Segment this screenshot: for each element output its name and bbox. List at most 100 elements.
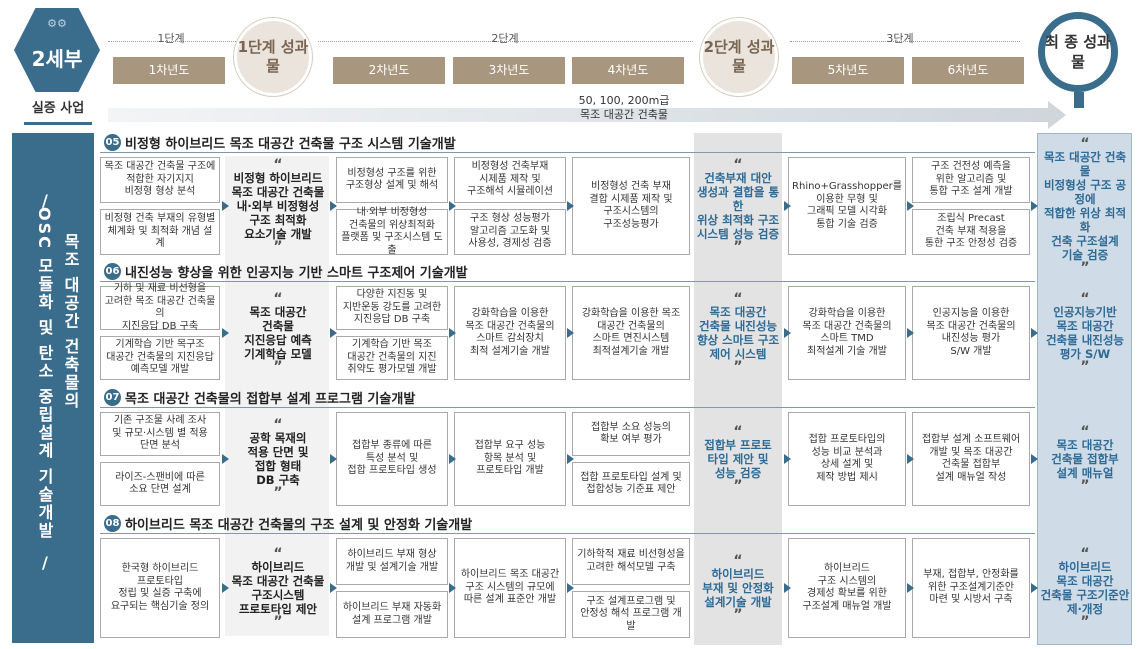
quote-close-icon: ” (1080, 260, 1090, 276)
task-box: 기하 및 재료 비선형을 고려한 목조 대공간 건축물의 지진응답 DB 구축 (100, 283, 220, 332)
stage-result-text: “공학 목재의 적용 단면 및 접합 형태 DB 구축” (228, 412, 328, 506)
stage-result-text: “목조 대공간 건축물 내진성능 향상 스마트 구조 제어 시스템” (696, 286, 780, 380)
result-label: 하이브리드 부재 및 안정화 설계기술 개발 (702, 567, 774, 609)
result-label: 목조 대공간 건축물 비정형성 구조 공정에 적합한 위상 최적화 건축 구조설… (1043, 150, 1127, 262)
flow-arrow-icon (1031, 583, 1038, 593)
quote-open-icon: “ (1080, 136, 1090, 152)
stage-label-2: 2단계 (491, 32, 519, 45)
stage-label-1: 1단계 (157, 32, 185, 45)
quote-close-icon: ” (733, 359, 743, 375)
quote-close-icon: ” (733, 239, 743, 255)
task-box: 비정형 건축 부재의 유형별 체계화 및 최적화 개념 설계 (100, 209, 220, 255)
result-label: 목조 대공간 건축물 지진응답 예측 기계학습 모델 (244, 305, 312, 361)
final-result-text: “목조 대공간 건축물 접합부 설계 매뉴얼” (1040, 412, 1130, 506)
flow-arrow-icon (330, 328, 337, 338)
stage-result-text: “하이브리드 부재 및 안정화 설계기술 개발” (696, 538, 780, 638)
stage1-result-circle: 1단계 성과물 (234, 18, 312, 96)
task-box: 라이즈-스팬비에 따른 소요 단면 설계 (100, 462, 220, 506)
flow-arrow-icon (449, 583, 456, 593)
quote-open-icon: “ (273, 417, 283, 433)
task-box: 하이브리드 목조 대공간 구조 시스템의 규모에 따른 설계 표준안 개발 (454, 538, 566, 638)
quote-close-icon: ” (1080, 614, 1090, 630)
result-label: 비정형 하이브리드 목조 대공간 건축물 내·외부 비정형성 구조 최적화 요소… (231, 171, 325, 241)
band-title-col1: 목조 대공간 건축물의 (61, 233, 80, 411)
section-title: 내진성능 향상을 위한 인공지능 기반 스마트 구조제어 기술개발 (125, 265, 468, 281)
section-title: 목조 대공간 건축물의 접합부 설계 프로그램 기술개발 (125, 391, 416, 407)
task-box: Rhino+Grasshopper를 이용한 무형 및 그래픽 모델 시각화 통… (788, 157, 906, 255)
target-note: 50, 100, 200m급 목조 대공간 건축물 (578, 94, 670, 121)
final-result-text: “목조 대공간 건축물 비정형성 구조 공정에 적합한 위상 최적화 건축 구조… (1040, 137, 1130, 275)
flow-arrow-icon (1031, 201, 1038, 211)
flow-arrow-icon (784, 328, 791, 338)
flow-arrow-icon (330, 201, 337, 211)
quote-open-icon: “ (733, 553, 743, 569)
flow-arrow-icon (1031, 454, 1038, 464)
final-result-text: “하이브리드 목조 대공간 건축물 구조기준안 제·개정” (1040, 538, 1130, 638)
quote-close-icon: ” (733, 607, 743, 623)
stage-result-text: “하이브리드 목조 대공간 건축물 구조시스템 프로토타입 제안” (228, 538, 328, 638)
flow-arrow-icon (907, 328, 914, 338)
stage-result-text: “목조 대공간 건축물 지진응답 예측 기계학습 모델” (228, 286, 328, 380)
quote-close-icon: ” (273, 359, 283, 375)
task-box: 접합부 요구 성능 항목 분석 및 프로토타입 개발 (454, 412, 566, 506)
flow-arrow-icon (330, 583, 337, 593)
section-divider (100, 281, 1035, 282)
final-result-circle: 최 종 성과물 (1038, 12, 1118, 92)
flow-arrow-icon (449, 328, 456, 338)
task-box: 강화학습을 이용한 목조 대공간 건축물의 스마트 감쇠장치 최적 설계기술 개… (454, 286, 566, 380)
final-result-stem (1074, 92, 1084, 108)
stage1-result-column (225, 156, 329, 636)
quote-open-icon: “ (733, 157, 743, 173)
quote-close-icon: ” (1080, 359, 1090, 375)
quote-open-icon: “ (1080, 546, 1090, 562)
stage-result-text: “건축부재 대안 생성과 결합을 통한 위상 최적화 구조 시스템 성능 검증” (696, 157, 780, 255)
quote-close-icon: ” (733, 478, 743, 494)
task-box: 목조 대공간 건축물 구조에 적합한 자기지지 비정형 형상 분석 (100, 157, 220, 203)
task-box: 강화학습을 이용한 목조 대공간 건축물의 스마트 면진시스템 최적설계기술 개… (572, 286, 690, 380)
flow-arrow-icon (784, 454, 791, 464)
stage2-result-column (694, 133, 782, 645)
quote-close-icon: ” (1080, 478, 1090, 494)
section-number: 05 (104, 133, 121, 151)
task-box: 기계학습 기반 목조 대공간 건축물의 지진 취약도 평가모델 개발 (336, 336, 448, 380)
year-5: 5차년도 (792, 57, 904, 84)
task-box: 강화학습을 이용한 목조 대공간 건축물의 스마트 TMD 최적설계 기술 개발 (788, 286, 906, 380)
year-3: 3차년도 (453, 57, 565, 84)
final-result-column (1037, 133, 1132, 645)
quote-open-icon: “ (273, 291, 283, 307)
section-number: 06 (104, 262, 121, 280)
flow-arrow-icon (567, 583, 574, 593)
result-label: 목조 대공간 건축물 접합부 설계 매뉴얼 (1051, 438, 1119, 480)
flow-arrow-icon (567, 201, 574, 211)
section-number: 08 (104, 514, 121, 532)
year-1: 1차년도 (113, 57, 225, 84)
project-label: 실증 사업 (24, 97, 92, 125)
task-box: 조립식 Precast 건축 부재 적용을 통한 구조 안정성 검증 (912, 209, 1030, 255)
quote-open-icon: “ (273, 157, 283, 173)
flow-arrow-icon (1031, 328, 1038, 338)
flow-arrow-icon (907, 454, 914, 464)
flow-arrow-icon (907, 201, 914, 211)
task-box: 접합 프로토타입의 성능 비교 분석과 상세 설계 및 제작 방법 제시 (788, 412, 906, 506)
flow-arrow-icon (784, 201, 791, 211)
result-label: 하이브리드 목조 대공간 건축물 구조기준안 제·개정 (1040, 560, 1130, 616)
quote-open-icon: “ (273, 546, 283, 562)
flow-arrow-icon (222, 583, 229, 593)
year-6: 6차년도 (912, 57, 1024, 84)
flow-arrow-icon (567, 328, 574, 338)
badge-hexagon: ⚙⚙ 2세부 (14, 8, 100, 92)
timeline-arrow-tip (1048, 101, 1066, 129)
task-box: 접합부 설계 소프트웨어 개발 및 목조 대공간 건축물 접합부 설계 매뉴얼 … (912, 412, 1030, 506)
quote-open-icon: “ (733, 424, 743, 440)
result-label: 접합부 프로토 타입 제안 및 성능 검증 (704, 438, 772, 480)
quote-open-icon: “ (1080, 291, 1090, 307)
task-box: 다양한 지진동 및 지반운동 강도를 고려한 지진응답 DB 구축 (336, 286, 448, 330)
section-divider (100, 407, 1035, 408)
task-box: 비정형성 건축부재 시제품 제작 및 구조해석 시뮬레이션 (454, 157, 566, 203)
task-box: 기하학적 재료 비선형성을 고려한 해석모델 구축 (572, 538, 690, 585)
quote-close-icon: ” (273, 614, 283, 630)
quote-open-icon: “ (733, 291, 743, 307)
flow-arrow-icon (222, 328, 229, 338)
